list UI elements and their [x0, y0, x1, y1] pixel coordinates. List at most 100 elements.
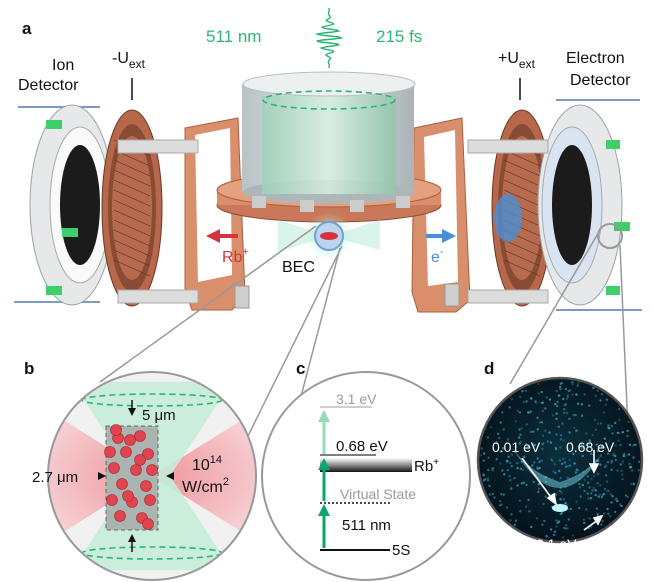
- hit-dot: [575, 500, 578, 503]
- hit-dot: [550, 458, 553, 461]
- hit-dot: [486, 479, 490, 482]
- hit-dot: [594, 493, 597, 497]
- hit-dot: [565, 411, 568, 415]
- level-ion: 0.68 eV: [336, 438, 388, 455]
- hit-dot: [540, 390, 544, 394]
- atom: [140, 480, 152, 492]
- hit-dot: [502, 428, 505, 431]
- hit-dot: [589, 497, 593, 500]
- hit-dot: [573, 426, 576, 429]
- hit-dot: [619, 463, 623, 466]
- hit-dot: [562, 457, 565, 461]
- hit-dot: [628, 462, 631, 465]
- hit-dot: [523, 455, 526, 458]
- level-top: 3.1 eV: [336, 391, 377, 407]
- hit-dot: [516, 462, 519, 465]
- hit-dot: [628, 443, 632, 446]
- hit-dot: [491, 492, 495, 496]
- hit-dot: [510, 513, 513, 516]
- hit-dot: [545, 396, 548, 399]
- hit-dot: [585, 432, 588, 435]
- hit-dot: [600, 495, 604, 499]
- mesh-line: [503, 179, 541, 197]
- hit-dot: [587, 497, 590, 500]
- hit-dot: [529, 410, 532, 413]
- hit-dot: [536, 428, 539, 431]
- hit-dot: [582, 445, 585, 448]
- hit-dot: [632, 443, 636, 447]
- hit-dot: [553, 530, 557, 533]
- hit-dot: [536, 416, 539, 419]
- hit-dot: [540, 459, 543, 462]
- hit-dot: [619, 503, 622, 506]
- hit-dot: [555, 417, 558, 420]
- hit-dot: [597, 495, 600, 498]
- hit-dot: [558, 394, 561, 397]
- zoom-lines: [99, 225, 629, 441]
- hit-dot: [566, 394, 569, 397]
- virtual-state: Virtual State: [340, 486, 416, 502]
- hit-dot: [626, 495, 629, 499]
- hit-dot: [506, 469, 510, 472]
- hit-dot: [488, 493, 492, 496]
- hit-dot: [554, 471, 557, 475]
- panel-b-zoom: [48, 372, 256, 580]
- hit-dot: [559, 446, 562, 449]
- photon-label: 511 nm: [342, 517, 391, 534]
- atom: [130, 464, 142, 476]
- hit-dot: [541, 434, 545, 437]
- hit-dot: [637, 460, 641, 464]
- hit-dot: [623, 452, 626, 456]
- hit-dot: [603, 465, 607, 469]
- mesh-line: [113, 219, 151, 237]
- ion-label: Rb+: [414, 457, 439, 475]
- hit-dot: [555, 404, 559, 408]
- hit-dot: [616, 469, 619, 472]
- hit-dot: [610, 459, 613, 462]
- hit-dot: [583, 478, 586, 482]
- hit-dot: [537, 490, 540, 494]
- mesh-line: [503, 239, 541, 257]
- hit-dot: [595, 443, 598, 446]
- hit-dot: [576, 384, 579, 387]
- hit-dot: [531, 464, 534, 467]
- hit-dot: [519, 440, 522, 443]
- pulse-wave: [314, 7, 344, 69]
- hit-dot: [572, 452, 575, 456]
- hit-dot: [516, 409, 519, 413]
- hit-dot: [522, 400, 525, 404]
- hit-dot: [604, 403, 607, 406]
- hit-dot: [483, 452, 486, 455]
- hit-dot: [564, 387, 568, 391]
- hit-dot: [560, 491, 563, 494]
- mesh-line: [113, 209, 151, 227]
- hit-dot: [617, 408, 621, 411]
- atom: [146, 464, 158, 476]
- hit-dot: [558, 469, 561, 473]
- hit-dot: [538, 466, 541, 470]
- hit-dot: [614, 454, 617, 458]
- ion-detector-voltage: -Uext: [112, 50, 146, 71]
- hit-dot: [596, 482, 599, 485]
- hit-dot: [600, 523, 603, 526]
- hit-dot: [580, 446, 583, 450]
- hit-dot: [566, 395, 570, 398]
- hit-dot: [491, 469, 494, 472]
- hit-dot: [571, 393, 574, 396]
- hit-dot: [574, 413, 577, 417]
- hit-dot: [541, 409, 544, 413]
- panel-b-height: 5 μm: [142, 407, 176, 424]
- hit-dot: [598, 493, 602, 497]
- hit-dot: [559, 498, 562, 501]
- hit-dot: [588, 486, 591, 489]
- hit-dot: [596, 512, 599, 515]
- hit-dot: [564, 524, 568, 527]
- hit-dot: [577, 482, 581, 486]
- hit-dot: [583, 489, 586, 493]
- panel-b-label: b: [24, 359, 34, 378]
- hit-dot: [503, 473, 506, 476]
- hit-dot: [563, 408, 566, 411]
- panel-c-circle: [261, 371, 471, 581]
- hit-dot: [571, 381, 574, 384]
- hit-dot: [538, 460, 541, 463]
